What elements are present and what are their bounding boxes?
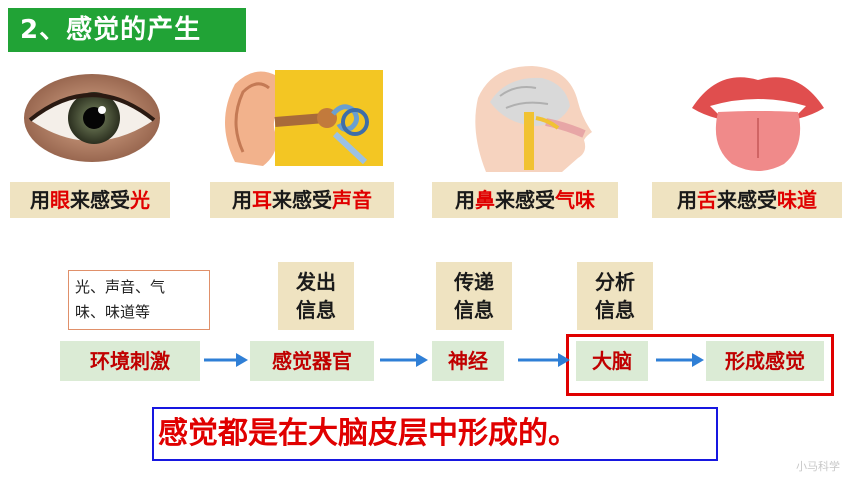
flow-node-nerve: 神经 — [432, 341, 504, 381]
flow-arrow-icon — [518, 353, 570, 367]
flow-node-environment: 环境刺激 — [60, 341, 200, 381]
sense-label-tongue: 用舌来感受味道 — [652, 182, 842, 218]
ear-image — [215, 62, 385, 174]
page-title: 2、感觉的产生 — [8, 8, 246, 52]
sense-label-eye: 用眼来感受光 — [10, 182, 170, 218]
stimulus-examples: 光、声音、气味、味道等 — [68, 270, 210, 330]
nose-image — [475, 66, 592, 172]
brain-highlight-frame — [566, 334, 834, 396]
step-note-analyze: 分析信息 — [577, 262, 653, 330]
flow-node-sensation: 形成感觉 — [706, 341, 824, 381]
sense-label-ear: 用耳来感受声音 — [210, 182, 394, 218]
step-note-transmit: 传递信息 — [436, 262, 512, 330]
sense-label-nose: 用鼻来感受气味 — [432, 182, 618, 218]
flow-arrow-icon — [656, 353, 704, 367]
flow-arrow-icon — [380, 353, 428, 367]
eye-image — [24, 74, 160, 162]
flow-node-sense-organ: 感觉器官 — [250, 341, 374, 381]
step-note-send: 发出信息 — [278, 262, 354, 330]
conclusion-text: 感觉都是在大脑皮层中形成的。 — [152, 407, 718, 461]
flow-arrow-icon — [204, 353, 248, 367]
flow-node-brain: 大脑 — [576, 341, 648, 381]
tongue-image — [692, 77, 824, 171]
watermark: 小马科学 — [796, 460, 840, 473]
